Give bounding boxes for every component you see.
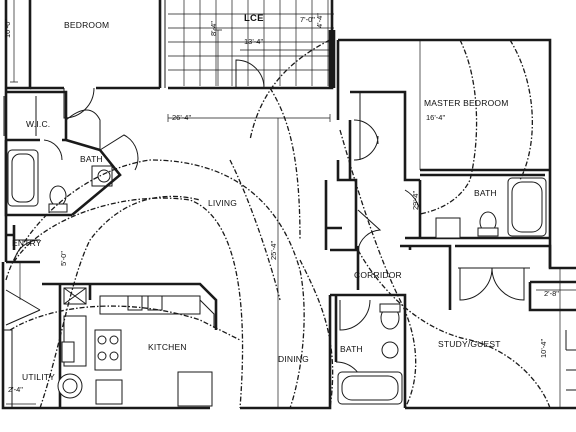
living-width-dim: 26'-4": [172, 113, 191, 122]
master-depth-dim: 29'-4": [411, 191, 420, 210]
study-closet-dim: 2'-8": [544, 289, 559, 298]
entry-label: ENTRY: [12, 238, 42, 248]
utility-fixtures: [57, 373, 83, 399]
utility-label: UTILITY: [22, 372, 55, 382]
master-width-dim: 16'-4": [426, 113, 445, 122]
wic-label: W.I.C.: [26, 119, 50, 129]
hall-bath-label: BATH: [340, 344, 363, 354]
kitchen-label: KITCHEN: [148, 342, 187, 352]
terrace-depth-dim: 8'-4": [209, 21, 218, 36]
bath1-tub: [7, 149, 39, 207]
dining-label: DINING: [278, 354, 309, 364]
bedroom-depth-dim: 10'-0": [3, 19, 12, 38]
study-depth-dim: 10'-4": [539, 339, 548, 358]
master-bath-fixtures: [435, 177, 547, 239]
hall-bath-fixtures: [337, 303, 403, 405]
dimension-lines: [6, 0, 576, 408]
living-label: LIVING: [208, 198, 237, 208]
bedroom-label: BEDROOM: [64, 20, 109, 30]
terrace-side-dim: 7'-0": [300, 15, 315, 24]
circulation-paths: [5, 39, 551, 409]
terrace-label: LCE: [244, 13, 264, 24]
kitchen-fixtures: [61, 287, 215, 407]
master-bath-label: BATH: [474, 188, 497, 198]
corridor-label: CORRIDOR: [354, 270, 402, 280]
closet-rods: [2, 96, 37, 408]
study-guest-label: STUDY/GUEST: [438, 339, 501, 349]
terrace-edge-dim: 4'-4": [315, 13, 324, 28]
living-depth-dim: 25'-4": [269, 241, 278, 260]
terrace-tile-grid: [168, 0, 334, 88]
bath1-label: BATH: [80, 154, 103, 164]
entry-depth-dim: 5'-0": [59, 251, 68, 266]
master-bedroom-label: MASTER BEDROOM: [424, 98, 509, 108]
utility-width-dim: 2'-4": [8, 385, 23, 394]
terrace-width-dim: 13'-4": [244, 37, 263, 46]
